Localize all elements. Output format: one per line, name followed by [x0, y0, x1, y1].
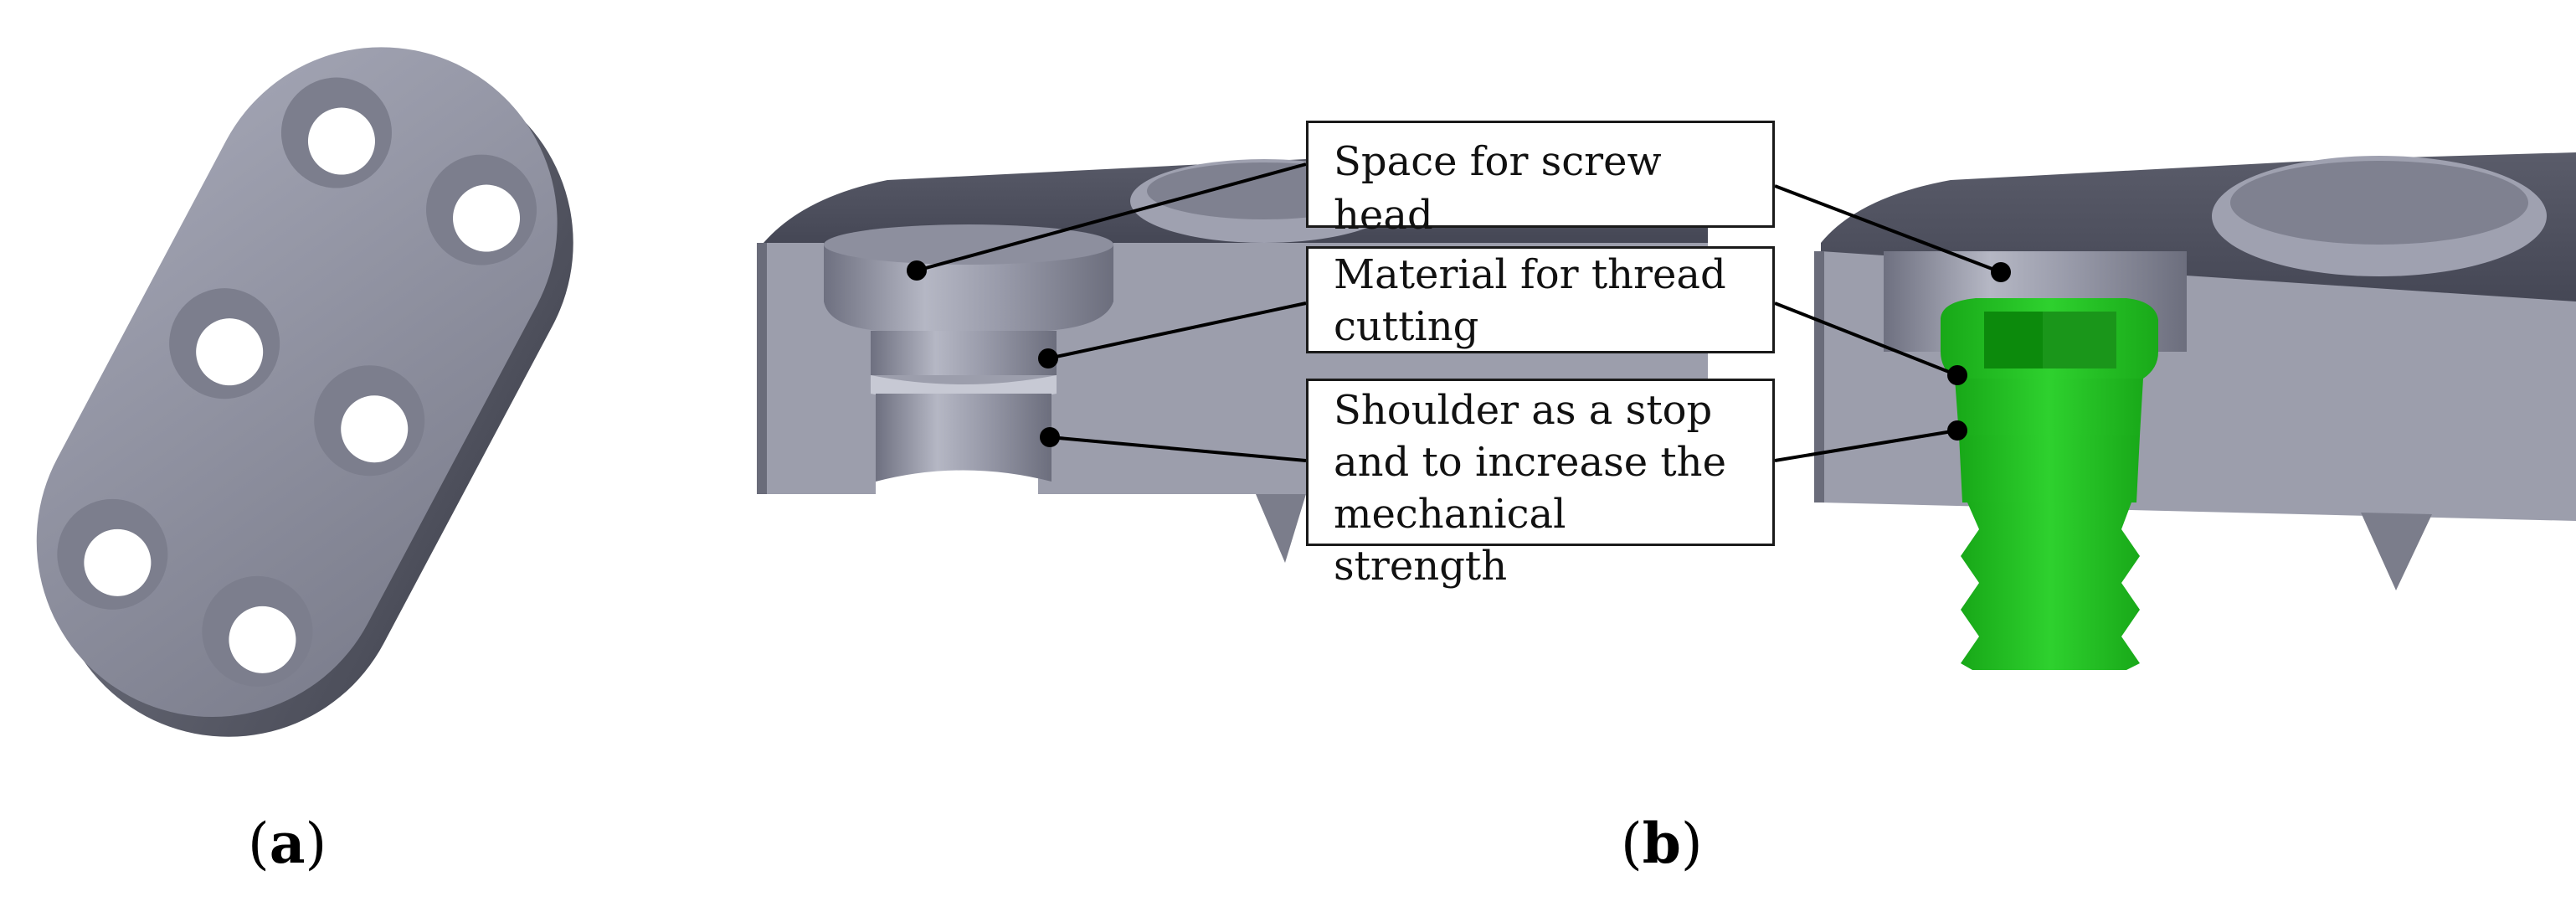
panel-label-a: (a): [248, 811, 327, 876]
callout-line: Shoulder as a stop: [1334, 387, 1713, 434]
screw-neck: [1955, 379, 2143, 435]
dot-screw-head-left: [907, 260, 927, 281]
dot-thread-left: [1038, 348, 1058, 368]
callout-line: and to increase the: [1334, 439, 1726, 486]
callout-line: cutting: [1334, 303, 1479, 350]
screw-shoulder: [1959, 435, 2140, 502]
callout-line: Space for screw head: [1334, 138, 1662, 239]
leader-shoulder-left: [1049, 435, 1307, 462]
screw-hole-2: [426, 154, 537, 265]
screw-shaft: [1961, 502, 2140, 670]
leader-screw-head-right: [1774, 184, 2002, 274]
dot-shoulder-left: [1040, 427, 1060, 447]
screw-hole-1: [280, 77, 392, 188]
dot-screw-head-right: [1991, 262, 2011, 282]
screw-hole-5: [57, 498, 168, 610]
callout-line: Material for thread: [1334, 251, 1726, 298]
counterbore-left: [824, 243, 1113, 331]
shoulder-left: [876, 394, 1051, 482]
leader-screw-head-left: [916, 162, 1307, 272]
callout-thread-material: Material for thread cutting: [1306, 246, 1775, 353]
screw-hole-4: [314, 365, 425, 477]
plate-section-right: [1814, 152, 2576, 670]
leader-thread-right: [1774, 301, 1958, 377]
screw-hole-6: [202, 575, 313, 687]
leader-shoulder-right: [1774, 429, 1958, 462]
screw-hole-3: [169, 288, 280, 399]
dot-thread-right: [1947, 365, 1967, 385]
callout-line: mechanical strength: [1334, 491, 1566, 590]
spike-right: [2361, 513, 2432, 590]
panel-label-b: (b): [1621, 811, 1703, 876]
leader-thread-left: [1047, 301, 1307, 360]
bone-screw: [1941, 298, 2158, 670]
spike-left: [1256, 494, 1306, 563]
callout-shoulder: Shoulder as a stop and to increase the m…: [1306, 379, 1775, 590]
leader-lines: [916, 162, 2002, 462]
bone-plate-3d: [36, 47, 573, 737]
dot-shoulder-right: [1947, 420, 1967, 441]
callout-screw-head-space: Space for screw head: [1306, 121, 1775, 239]
thread-material-left: [871, 331, 1057, 375]
leader-dots: [907, 260, 2011, 447]
